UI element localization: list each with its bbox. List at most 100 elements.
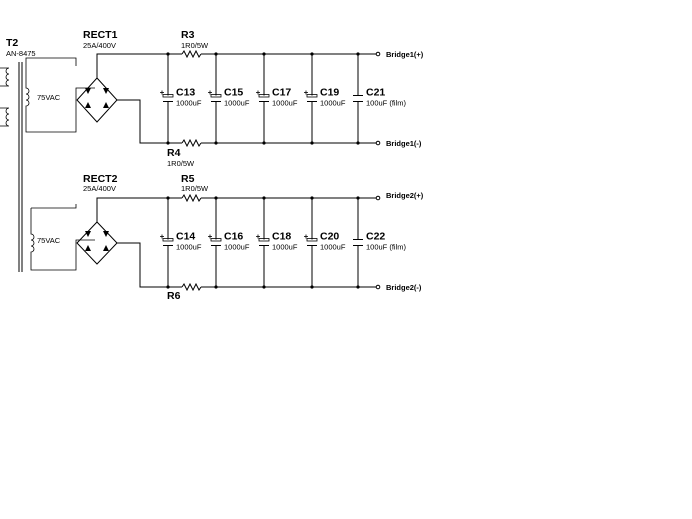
junction-dot [356, 141, 360, 145]
rect1-neg-wire [117, 99, 182, 144]
capacitor-plate [306, 238, 318, 242]
bridge2-capacitor-bank: C141000uFC161000uFC181000uFC201000uFC221… [160, 196, 407, 289]
r6-resistor [181, 282, 202, 292]
transformer-t2: T2 AN-8475 75VAC 75VAC [0, 37, 95, 272]
bridge2-pos-label: Bridge2(+) [386, 191, 424, 200]
capacitor-value: 1000uF [224, 243, 250, 252]
r3-value: 1R0/5W [181, 41, 209, 50]
r4-ref: R4 [167, 147, 181, 159]
junction-dot [310, 141, 314, 145]
rect1-bridge [76, 77, 118, 123]
capacitor-ref: C15 [224, 87, 243, 99]
r6-ref: R6 [167, 290, 181, 302]
junction-dot [166, 52, 170, 56]
rect1-value: 25A/400V [83, 41, 116, 50]
bridge-outline [76, 77, 118, 123]
capacitor-value: 100uF (film) [366, 243, 407, 252]
r3-resistor [181, 49, 202, 59]
rect1-pos-wire [96, 53, 182, 78]
bridge2-channel: RECT2 25A/400V R5 1R0/5W R6 Bridge2(+) B… [76, 173, 424, 302]
capacitor-ref: C21 [366, 87, 385, 99]
r5-resistor [181, 193, 202, 203]
rect2-value: 25A/400V [83, 184, 116, 193]
capacitor-ref: C14 [176, 231, 195, 243]
rect2-pos-wire [96, 197, 182, 222]
capacitor-plate [210, 94, 222, 98]
r5-value: 1R0/5W [181, 184, 209, 193]
bridge1-neg-label: Bridge1(-) [386, 139, 422, 148]
junction-dot [262, 141, 266, 145]
bridge2-pos-terminal[interactable] [375, 195, 381, 201]
capacitor-ref: C19 [320, 87, 339, 99]
bridge1-channel: RECT1 25A/400V R3 1R0/5W R4 1R0/5W Bridg… [76, 29, 424, 168]
capacitor-ref: C20 [320, 231, 339, 243]
r4-value: 1R0/5W [167, 159, 195, 168]
junction-dot [214, 285, 218, 289]
junction-dot [166, 141, 170, 145]
bridge1-neg-terminal[interactable] [375, 140, 381, 146]
capacitor-plate [162, 94, 174, 98]
r3-ref: R3 [181, 29, 195, 41]
capacitor-ref: C18 [272, 231, 291, 243]
junction-dot [166, 285, 170, 289]
junction-dot [356, 196, 360, 200]
capacitor-plate [162, 238, 174, 242]
transformer-part: AN-8475 [6, 49, 36, 58]
capacitor-plate [306, 94, 318, 98]
capacitor-value: 1000uF [272, 99, 298, 108]
capacitor-ref: C16 [224, 231, 243, 243]
capacitor-value: 1000uF [176, 99, 202, 108]
rect2-ref: RECT2 [83, 173, 118, 185]
rect2-neg-wire [117, 242, 182, 288]
junction-dot [310, 196, 314, 200]
capacitor-value: 1000uF [320, 99, 346, 108]
secondary-coil-2 [30, 204, 95, 271]
capacitor-plate [258, 94, 270, 98]
r5-ref: R5 [181, 173, 195, 185]
junction-dot [310, 52, 314, 56]
rect2-bridge [76, 221, 118, 265]
junction-dot [262, 285, 266, 289]
capacitor-value: 1000uF [320, 243, 346, 252]
rect2-diodes [85, 231, 109, 251]
rect1-ref: RECT1 [83, 29, 118, 41]
primary-coil-2 [0, 107, 10, 127]
junction-dot [262, 196, 266, 200]
capacitor-ref: C17 [272, 87, 291, 99]
bridge2-neg-label: Bridge2(-) [386, 283, 422, 292]
capacitor-ref: C22 [366, 231, 385, 243]
junction-dot [214, 196, 218, 200]
capacitor-ref: C13 [176, 87, 195, 99]
bridge1-capacitor-bank: C131000uFC151000uFC171000uFC191000uFC211… [160, 52, 407, 145]
capacitor-value: 1000uF [272, 243, 298, 252]
secondary-voltage-label: 75VAC [37, 236, 61, 245]
bridge1-pos-label: Bridge1(+) [386, 50, 424, 59]
bridge-outline [76, 221, 118, 265]
capacitor-plate [258, 238, 270, 242]
bridge2-neg-terminal[interactable] [375, 284, 381, 290]
r4-resistor [181, 138, 202, 148]
junction-dot [356, 52, 360, 56]
capacitor-value: 1000uF [224, 99, 250, 108]
bridge1-pos-terminal[interactable] [375, 51, 381, 57]
junction-dot [356, 285, 360, 289]
capacitor-value: 1000uF [176, 243, 202, 252]
primary-coil-1 [0, 67, 10, 87]
junction-dot [166, 196, 170, 200]
junction-dot [214, 52, 218, 56]
capacitor-plate [210, 238, 222, 242]
secondary-coil-1 [25, 57, 95, 133]
secondary-voltage-label: 75VAC [37, 93, 61, 102]
junction-dot [310, 285, 314, 289]
capacitor-value: 100uF (film) [366, 99, 407, 108]
